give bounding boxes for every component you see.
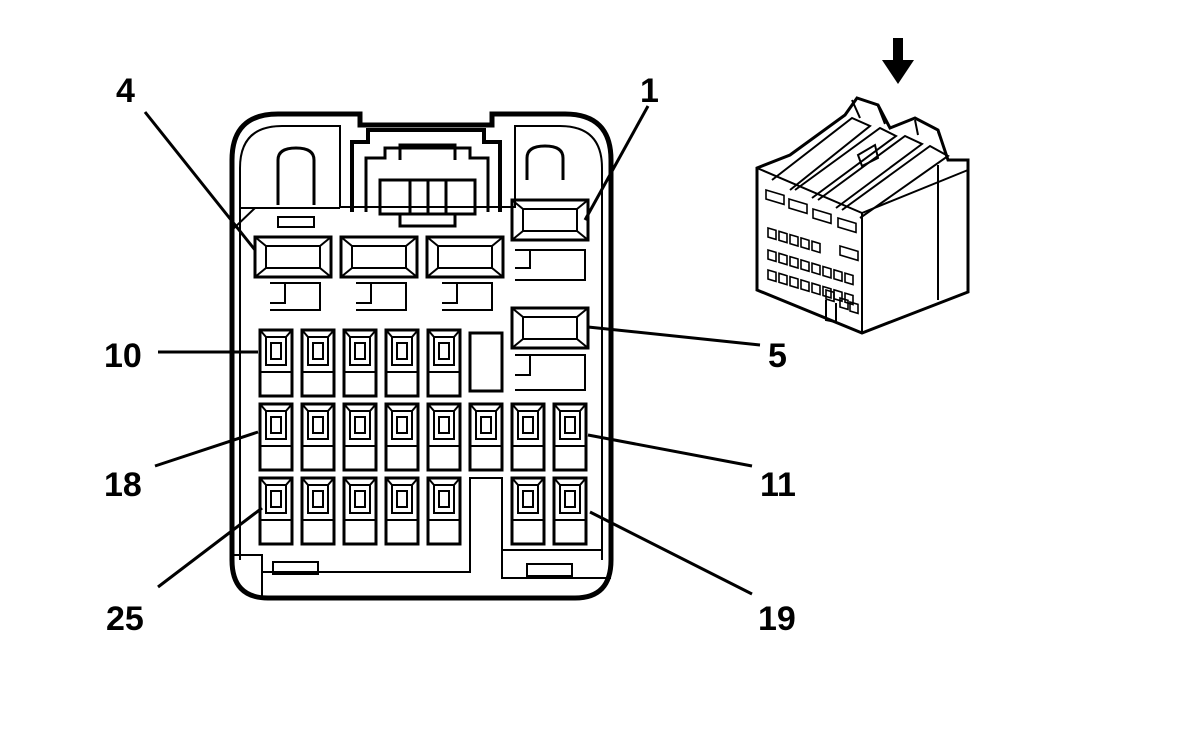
iso-cavity bbox=[778, 252, 788, 266]
small-cavity bbox=[300, 328, 336, 398]
pin-label-4: 4 bbox=[116, 72, 135, 110]
small-cavity bbox=[300, 402, 336, 472]
iso-cavity bbox=[811, 282, 821, 296]
iso-cavity bbox=[778, 230, 788, 244]
pin-label-25: 25 bbox=[106, 600, 144, 638]
small-cavity bbox=[426, 476, 462, 546]
iso-rib bbox=[771, 116, 872, 191]
pin-label-18: 18 bbox=[104, 466, 142, 504]
small-cavity bbox=[342, 328, 378, 398]
iso-bottom-notch bbox=[825, 300, 837, 324]
bottom-rail bbox=[232, 477, 602, 573]
small-cavity bbox=[384, 402, 420, 472]
pin-labels: 4 1 10 5 18 11 25 19 bbox=[104, 72, 796, 638]
small-cavity bbox=[384, 328, 420, 398]
small-cavity bbox=[300, 476, 336, 546]
leader-line-25 bbox=[157, 506, 263, 589]
small-cavity bbox=[258, 476, 294, 546]
iso-cavity bbox=[849, 300, 859, 315]
small-cavity bbox=[384, 476, 420, 546]
small-cavity bbox=[552, 402, 588, 472]
iso-cavity bbox=[765, 188, 785, 206]
iso-cavity-grid bbox=[765, 188, 859, 315]
iso-cavity bbox=[822, 285, 832, 299]
small-cavity bbox=[510, 402, 546, 472]
pin-label-5: 5 bbox=[768, 337, 787, 375]
leader-line-5 bbox=[587, 325, 761, 347]
leader-line-1 bbox=[583, 105, 650, 221]
small-cavity bbox=[552, 476, 588, 546]
leader-line-4 bbox=[143, 111, 257, 251]
large-cavity bbox=[253, 235, 333, 311]
pin-label-11: 11 bbox=[760, 466, 796, 504]
post-left bbox=[276, 146, 316, 205]
iso-cavity bbox=[839, 244, 859, 262]
iso-top-edge bbox=[861, 169, 969, 214]
connector-isometric-view bbox=[755, 96, 970, 335]
iso-cavity bbox=[778, 272, 788, 286]
leader-line-18 bbox=[154, 430, 259, 468]
large-cavity-pin-1 bbox=[510, 198, 590, 281]
small-cavity bbox=[342, 402, 378, 472]
iso-cavity bbox=[811, 262, 821, 276]
iso-cavity bbox=[767, 226, 777, 241]
bottom-slot-right bbox=[526, 563, 573, 577]
iso-body-outline bbox=[755, 96, 970, 335]
large-cavity-row bbox=[253, 198, 590, 391]
iso-latch-tab bbox=[856, 143, 880, 168]
iso-cavity bbox=[767, 268, 777, 283]
small-cavity bbox=[342, 476, 378, 546]
small-cavity bbox=[258, 402, 294, 472]
pin-label-10: 10 bbox=[104, 337, 142, 375]
iso-cavity bbox=[788, 197, 808, 215]
post-right bbox=[525, 144, 565, 180]
iso-cavity bbox=[789, 255, 799, 270]
small-cavity bbox=[510, 476, 546, 546]
large-cavity bbox=[339, 235, 419, 311]
large-cavity-pin-5 bbox=[510, 306, 590, 391]
small-cavity bbox=[426, 402, 462, 472]
bottom-slot-left bbox=[272, 561, 319, 575]
iso-cavity bbox=[844, 272, 854, 286]
small-cavity bbox=[468, 402, 504, 472]
iso-cavity bbox=[837, 216, 857, 234]
iso-rib bbox=[817, 134, 924, 209]
small-cavity bbox=[258, 328, 294, 398]
iso-latch-edges bbox=[851, 99, 946, 151]
leader-line-11 bbox=[587, 433, 753, 468]
iso-cavity bbox=[825, 288, 835, 303]
bottom-rail-right bbox=[501, 550, 611, 579]
iso-cavity bbox=[812, 207, 832, 225]
leader-line-19 bbox=[589, 510, 753, 596]
iso-cavity bbox=[789, 233, 799, 248]
iso-cavity bbox=[800, 236, 810, 251]
connector-housing-outline bbox=[229, 111, 614, 601]
iso-cavity bbox=[822, 265, 832, 279]
iso-cavity bbox=[800, 278, 810, 293]
latch-top bbox=[350, 128, 502, 228]
connector-face bbox=[229, 111, 614, 601]
pin-label-19: 19 bbox=[758, 600, 796, 638]
pin-label-1: 1 bbox=[640, 72, 659, 110]
iso-cavity bbox=[789, 275, 799, 290]
connector-inner-outline bbox=[239, 125, 603, 560]
small-cavity bbox=[426, 328, 462, 398]
arrow-down-icon bbox=[882, 38, 914, 84]
iso-cavity bbox=[800, 258, 810, 273]
large-cavity bbox=[425, 235, 505, 311]
leader-lines bbox=[143, 105, 761, 596]
iso-cavity bbox=[839, 296, 849, 311]
iso-rib bbox=[841, 144, 950, 219]
iso-cavity bbox=[767, 248, 777, 263]
iso-cavity bbox=[833, 268, 843, 283]
iso-cavity bbox=[811, 240, 821, 254]
keying-slot bbox=[277, 216, 315, 228]
iso-rib bbox=[794, 126, 898, 199]
blank-cavity bbox=[468, 331, 504, 393]
small-cavity-grid bbox=[258, 328, 588, 546]
